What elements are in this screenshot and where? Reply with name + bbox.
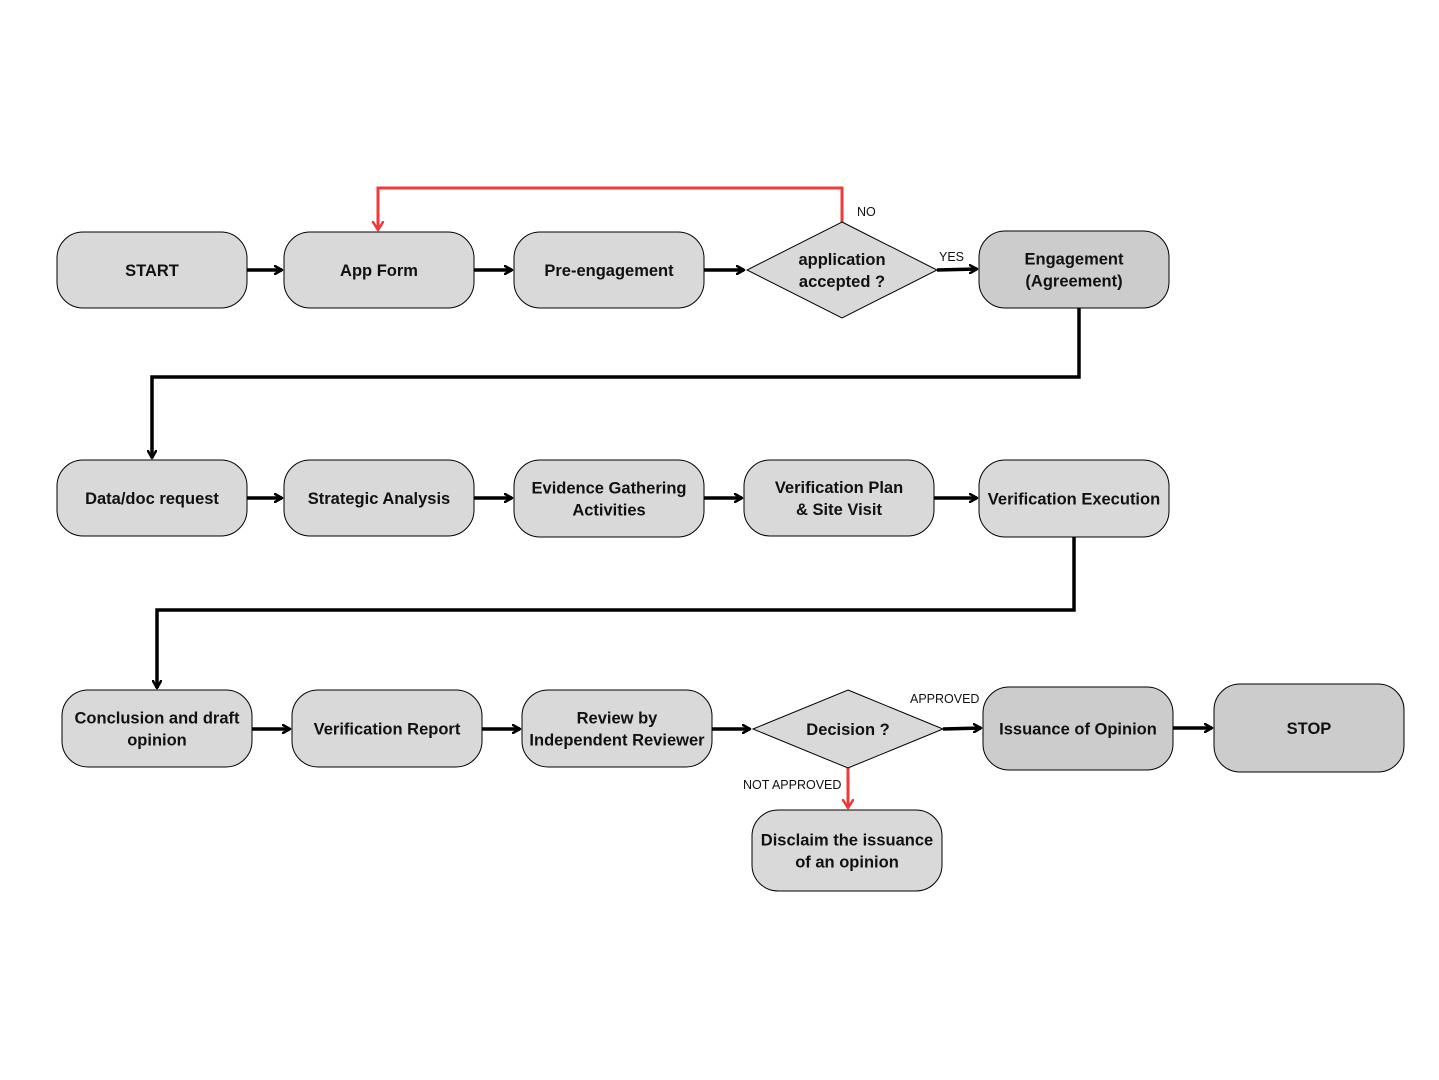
node-label: Disclaim the issuance xyxy=(761,832,933,850)
node-label: STOP xyxy=(1287,720,1332,738)
node-label: Review by xyxy=(577,710,659,728)
decision-diamond xyxy=(745,221,939,319)
node-label: opinion xyxy=(127,732,187,750)
edge-decision-to-issuance-opinion xyxy=(942,728,981,729)
node-data-doc-request: Data/doc request xyxy=(56,459,248,537)
node-decision: Decision ? xyxy=(751,689,945,769)
edge-verification-execution-to-conclusion-draft xyxy=(157,537,1076,688)
node-label: Engagement xyxy=(1024,251,1124,269)
node-label: Strategic Analysis xyxy=(308,490,450,508)
edges-layer xyxy=(152,186,1212,808)
edge-application-accepted-to-app-form xyxy=(378,186,844,230)
process-box xyxy=(283,231,475,309)
node-label: Activities xyxy=(572,502,645,520)
node-label: of an opinion xyxy=(795,854,899,872)
process-box xyxy=(751,809,943,892)
process-box xyxy=(743,459,935,537)
node-label: Conclusion and draft xyxy=(75,710,241,728)
node-label: Verification Report xyxy=(314,721,461,739)
process-box xyxy=(982,686,1174,771)
node-label: Evidence Gathering xyxy=(532,480,687,498)
node-label: Issuance of Opinion xyxy=(999,721,1157,739)
edge-application-accepted-to-engagement xyxy=(936,269,977,270)
node-stop: STOP xyxy=(1213,683,1405,773)
node-label: Data/doc request xyxy=(85,490,219,508)
node-app-form: App Form xyxy=(283,231,475,309)
process-box xyxy=(61,689,253,768)
process-box xyxy=(521,689,713,768)
node-label: Verification Plan xyxy=(775,479,903,497)
terminal-box xyxy=(1213,683,1405,773)
edge-labels-layer: YES NO APPROVED NOT APPROVED xyxy=(743,205,979,792)
node-review-independent: Review by Independent Reviewer xyxy=(521,689,713,768)
node-issuance-opinion: Issuance of Opinion xyxy=(982,686,1174,771)
edge-label-not-approved: NOT APPROVED xyxy=(743,778,841,792)
node-pre-engagement: Pre-engagement xyxy=(513,231,705,309)
process-box xyxy=(291,689,483,768)
terminal-box xyxy=(56,231,248,309)
node-conclusion-draft: Conclusion and draft opinion xyxy=(61,689,253,768)
node-label: & Site Visit xyxy=(796,501,882,519)
node-label: Verification Execution xyxy=(988,491,1160,509)
node-label: App Form xyxy=(340,262,418,280)
process-box xyxy=(978,459,1170,538)
node-verification-plan: Verification Plan & Site Visit xyxy=(743,459,935,537)
process-box xyxy=(978,230,1170,309)
node-application-accepted: application accepted ? xyxy=(745,221,939,319)
process-box xyxy=(513,231,705,309)
node-strategic-analysis: Strategic Analysis xyxy=(283,459,475,537)
process-box xyxy=(513,459,705,538)
node-label: Pre-engagement xyxy=(544,262,674,280)
node-start: START xyxy=(56,231,248,309)
node-disclaim: Disclaim the issuance of an opinion xyxy=(751,809,943,892)
node-label: accepted ? xyxy=(799,273,885,291)
node-label: Independent Reviewer xyxy=(529,732,705,750)
node-label: Decision ? xyxy=(806,721,889,739)
process-box xyxy=(283,459,475,537)
node-verification-execution: Verification Execution xyxy=(978,459,1170,538)
edge-label-approved: APPROVED xyxy=(910,692,979,706)
node-label: START xyxy=(125,262,179,280)
node-label: (Agreement) xyxy=(1025,273,1122,291)
edge-label-yes: YES xyxy=(939,250,964,264)
nodes-layer: START App Form Pre-engagement application ac… xyxy=(56,221,1405,892)
process-box xyxy=(56,459,248,537)
edge-label-no: NO xyxy=(857,205,876,219)
node-verification-report: Verification Report xyxy=(291,689,483,768)
edge-engagement-to-data-doc-request xyxy=(152,308,1081,458)
decision-diamond xyxy=(751,689,945,769)
node-engagement: Engagement (Agreement) xyxy=(978,230,1170,309)
node-label: application xyxy=(798,251,885,269)
